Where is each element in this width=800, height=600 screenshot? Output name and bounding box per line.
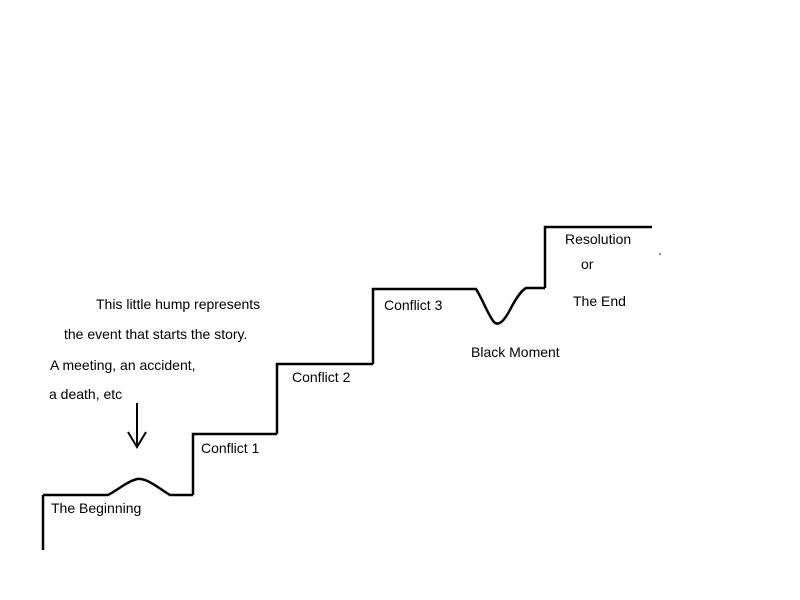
conflict-2-step: [275, 362, 373, 434]
label-the-beginning: The Beginning: [51, 500, 142, 516]
down-arrow-icon: [127, 403, 147, 449]
label-conflict-1: Conflict 1: [201, 440, 260, 456]
conflict-3-step-with-dip: [371, 286, 545, 364]
beginning-step-with-hump: [43, 477, 193, 497]
annotation-line-1: This little hump represents: [96, 296, 261, 312]
resolution-step: [543, 225, 652, 288]
label-or: or: [581, 256, 594, 272]
label-resolution: Resolution: [565, 231, 632, 247]
stray-dot: [659, 253, 661, 255]
conflict-1-step: [191, 432, 277, 495]
annotation-line-4: a death, etc: [49, 386, 123, 402]
annotation-line-3: A meeting, an accident,: [50, 357, 196, 373]
label-conflict-2: Conflict 2: [292, 369, 351, 385]
label-conflict-3: Conflict 3: [384, 297, 443, 313]
label-black-moment: Black Moment: [471, 344, 560, 360]
annotation-line-2: the event that starts the story.: [64, 326, 248, 342]
label-the-end: The End: [573, 293, 626, 309]
